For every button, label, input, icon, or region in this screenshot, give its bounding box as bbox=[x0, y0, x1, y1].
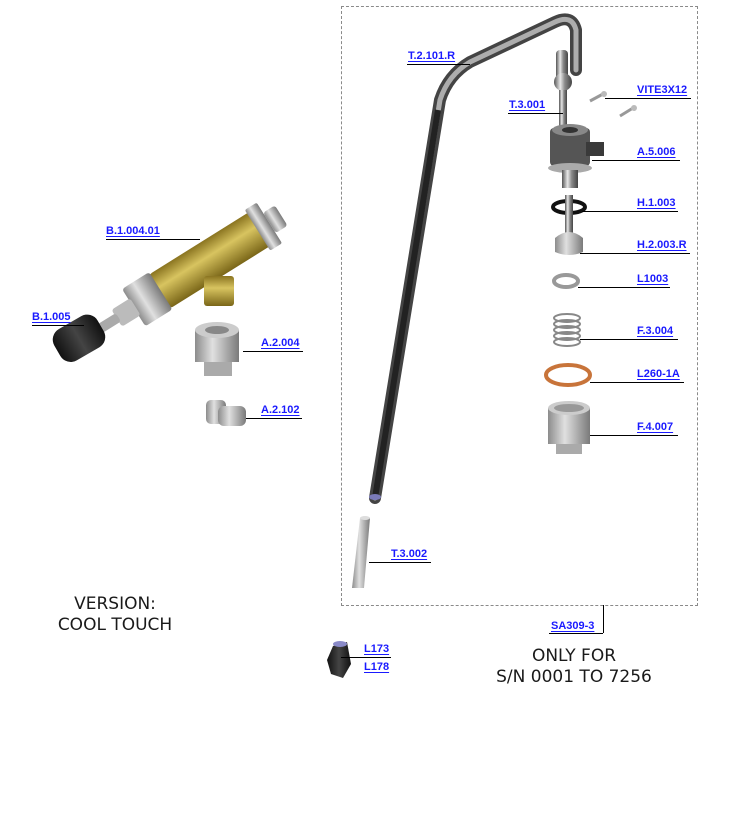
spring-graphic bbox=[553, 313, 581, 347]
sa309-3-group-box bbox=[341, 6, 698, 606]
end-cap-graphic bbox=[327, 641, 351, 678]
group-label-sa309-3[interactable]: SA309-3 bbox=[551, 620, 595, 632]
washer-graphic bbox=[552, 273, 580, 289]
version-note-line2: COOL TOUCH bbox=[57, 615, 173, 635]
part-label-f4007[interactable]: F.4.007 bbox=[637, 421, 674, 433]
clamp-body-graphic bbox=[548, 124, 604, 188]
part-label-b100401[interactable]: B.1.004.01 bbox=[106, 225, 160, 237]
spout-tube-graphic bbox=[369, 13, 582, 504]
part-label-a5006[interactable]: A.5.006 bbox=[637, 146, 676, 158]
part-label-l173[interactable]: L173 bbox=[364, 643, 390, 655]
serial-note-line2: S/N 0001 TO 7256 bbox=[496, 667, 652, 687]
part-label-t2101r[interactable]: T.2.101.R bbox=[408, 50, 456, 62]
part-label-t3001[interactable]: T.3.001 bbox=[509, 99, 546, 111]
hex-fitting-graphic bbox=[548, 401, 590, 454]
part-label-b1005[interactable]: B.1.005 bbox=[32, 311, 71, 323]
elbow-graphic bbox=[206, 400, 246, 426]
hex-nut-graphic bbox=[195, 322, 239, 376]
part-label-l2601a[interactable]: L260-1A bbox=[637, 368, 680, 380]
part-label-h1003[interactable]: H.1.003 bbox=[637, 197, 676, 209]
part-label-a2004[interactable]: A.2.004 bbox=[261, 337, 300, 349]
part-label-l178[interactable]: L178 bbox=[364, 661, 390, 673]
ball-joint-graphic bbox=[554, 50, 572, 130]
part-label-l1003[interactable]: L1003 bbox=[637, 273, 669, 285]
part-label-f3004[interactable]: F.3.004 bbox=[637, 325, 674, 337]
valve-nut-graphic bbox=[555, 232, 583, 255]
part-label-h2003r[interactable]: H.2.003.R bbox=[637, 239, 687, 251]
serial-range-note: ONLY FOR S/N 0001 TO 7256 bbox=[488, 646, 660, 688]
copper-gasket-graphic bbox=[544, 363, 592, 387]
brass-valve-graphic bbox=[98, 203, 287, 332]
part-label-vite3x12[interactable]: VITE3X12 bbox=[637, 84, 688, 96]
version-note: VERSION: COOL TOUCH bbox=[40, 594, 190, 636]
screws-graphic bbox=[589, 91, 637, 118]
black-knob-graphic bbox=[52, 314, 106, 362]
version-note-line1: VERSION: bbox=[74, 594, 156, 614]
sleeve-graphic bbox=[352, 516, 370, 588]
serial-note-line1: ONLY FOR bbox=[531, 646, 617, 666]
part-label-t3002[interactable]: T.3.002 bbox=[391, 548, 428, 560]
part-label-a2102[interactable]: A.2.102 bbox=[261, 404, 300, 416]
